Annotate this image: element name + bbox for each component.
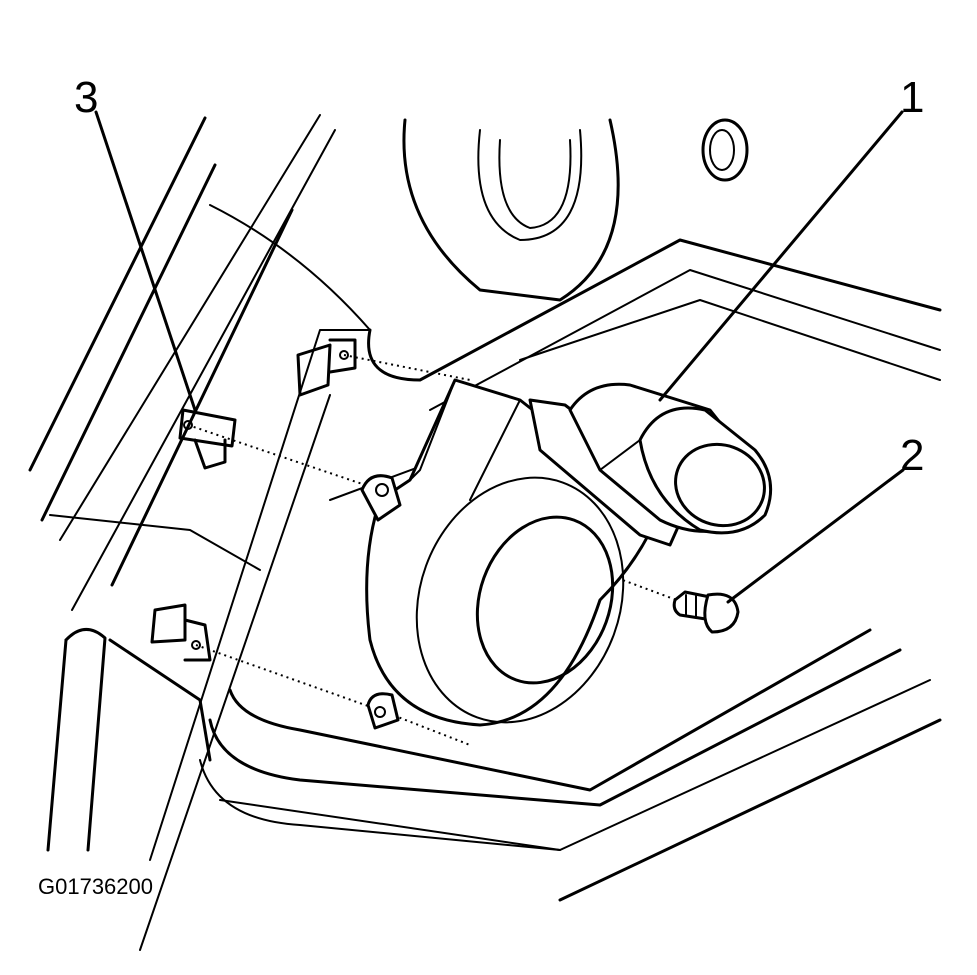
callout-3-label: 3 — [74, 73, 98, 122]
mounting-screw — [672, 590, 740, 634]
figure-id: G01736200 — [38, 874, 153, 899]
clip-bracket-lower — [150, 603, 212, 662]
rod — [46, 628, 107, 852]
blower-motor-assembly — [360, 378, 773, 730]
body-opening — [402, 118, 749, 302]
left-trim-panel — [28, 114, 371, 951]
leader-lines — [94, 110, 905, 604]
callout-2-label: 2 — [900, 431, 924, 480]
callout-1-label: 1 — [900, 73, 924, 122]
alignment-lines — [187, 354, 691, 746]
clip-bracket-upper — [296, 338, 357, 397]
clip-bracket-middle — [178, 408, 237, 470]
